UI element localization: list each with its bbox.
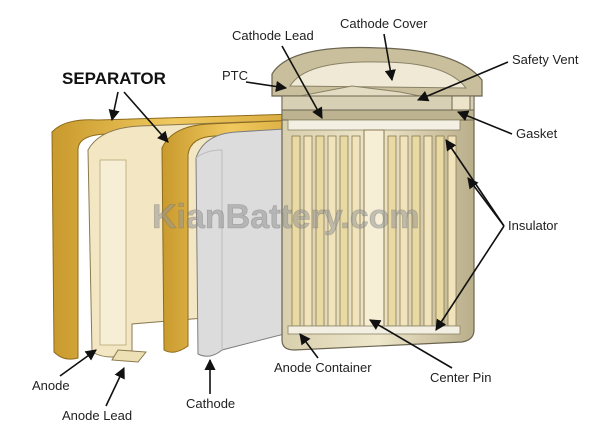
label-cathode-cover: Cathode Cover: [340, 16, 428, 31]
arrow-cathode-cover: [383, 33, 396, 82]
label-anode: Anode: [32, 378, 70, 393]
label-cathode-lead: Cathode Lead: [232, 28, 314, 43]
insulator-top: [287, 119, 461, 131]
arrow-center-pin: [369, 319, 453, 369]
label-center-pin: Center Pin: [430, 370, 491, 385]
anode-lead-tab: [111, 349, 147, 363]
arrow-anode-lead: [105, 366, 125, 407]
arrow-anode-container: [299, 333, 319, 359]
arrow-cathode-lead: [281, 45, 323, 119]
separator-sheet-front: [161, 119, 301, 353]
label-separator: SEPARATOR: [62, 69, 166, 88]
label-anode-container: Anode Container: [274, 360, 372, 375]
arrow-gasket: [456, 110, 513, 135]
arrow-anode: [59, 349, 97, 377]
arrow-ptc: [245, 80, 288, 93]
label-anode-lead: Anode Lead: [62, 408, 132, 423]
arrow-separator-1: [108, 91, 120, 122]
label-cathode: Cathode: [186, 396, 235, 411]
label-insulator: Insulator: [508, 218, 559, 233]
cathode-cover: [271, 46, 483, 97]
arrow-insulator-side: [467, 177, 505, 227]
arrow-insulator-bottom: [435, 225, 505, 331]
separator-sheet-back: [51, 113, 296, 360]
watermark-text: KianBattery.com: [152, 198, 420, 236]
callout-arrows: [59, 33, 513, 407]
label-safety-vent: Safety Vent: [512, 52, 579, 67]
electrode-plates: [291, 135, 457, 327]
arrow-separator-2: [123, 91, 169, 143]
label-gasket: Gasket: [516, 126, 558, 141]
arrow-safety-vent: [416, 61, 509, 102]
label-ptc: PTC: [222, 68, 248, 83]
ptc-layer: [281, 109, 475, 121]
insulator-bottom: [287, 325, 461, 335]
